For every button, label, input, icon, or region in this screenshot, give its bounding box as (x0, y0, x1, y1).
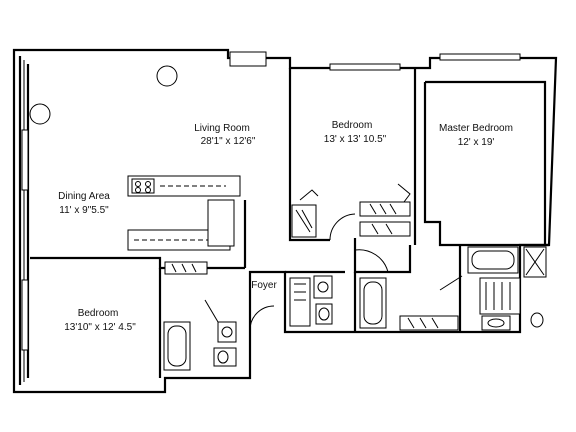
kitchen (127, 175, 241, 251)
label-living-room: Living Room 28'1" x 12'6" (194, 123, 256, 147)
room-name: Master Bedroom (439, 123, 513, 134)
column-circle (156, 65, 178, 87)
exterior-walls (12, 48, 558, 394)
interior-walls (30, 68, 549, 378)
doors (204, 183, 463, 331)
column-circle (29, 103, 51, 125)
label-bedroom-1: Bedroom 13'10" x 12' 4.5" (64, 308, 136, 333)
label-dining-area: Dining Area 11' x 9"5.5" (58, 191, 110, 216)
label-master-bedroom: Master Bedroom 12' x 19' (439, 123, 513, 148)
room-name: Bedroom (332, 120, 373, 131)
room-size: 28'1" x 12'6" (201, 136, 256, 147)
label-foyer: Foyer (251, 280, 277, 291)
room-name: Dining Area (58, 191, 110, 202)
room-name: Bedroom (78, 308, 119, 319)
room-size: 13' x 13' 10.5" (324, 134, 387, 145)
room-size: 11' x 9"5.5" (59, 205, 109, 216)
label-bedroom-2: Bedroom 13' x 13' 10.5" (324, 120, 387, 145)
bathrooms (163, 246, 547, 371)
room-size: 12' x 19' (458, 137, 495, 148)
room-name: Living Room (194, 123, 250, 134)
windows (21, 51, 521, 351)
room-size: 13'10" x 12' 4.5" (64, 322, 136, 333)
closets (164, 201, 521, 331)
